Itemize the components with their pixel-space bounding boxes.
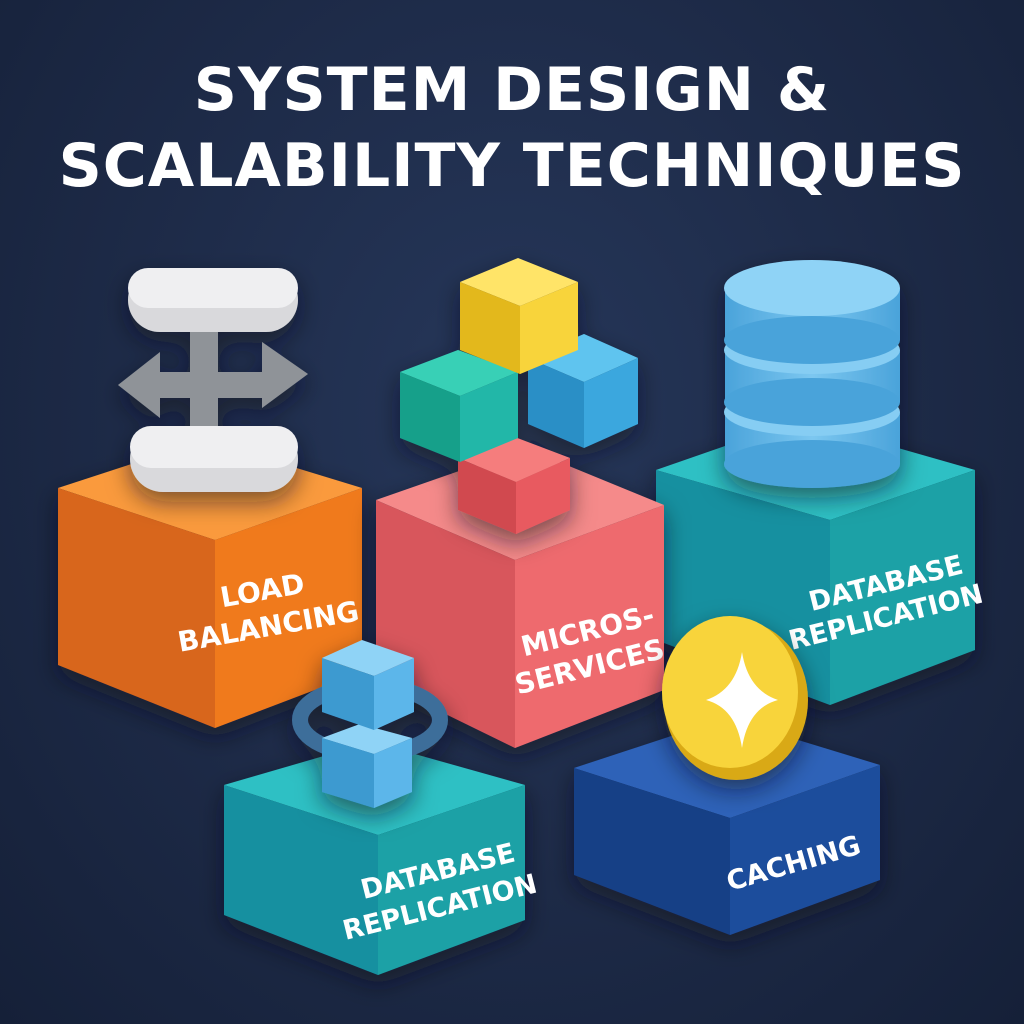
star-shape xyxy=(706,652,778,748)
title-line-2: SCALABILITY TECHNIQUES xyxy=(58,131,966,201)
block-front-face xyxy=(378,785,525,975)
title-line-1: SYSTEM DESIGN & xyxy=(193,55,831,125)
block-left-face xyxy=(574,768,730,935)
load-balancer-icon xyxy=(118,268,308,492)
block-front-face xyxy=(730,765,880,935)
block-left-face xyxy=(224,785,378,975)
page-title: SYSTEM DESIGN & SCALABILITY TECHNIQUES xyxy=(0,52,1024,204)
star-coin-icon xyxy=(662,616,808,780)
block-microservices xyxy=(376,448,664,748)
database-cylinder-icon xyxy=(724,260,900,488)
block-front-face xyxy=(515,505,664,748)
block-front-face xyxy=(830,470,975,705)
block-left-face xyxy=(58,488,215,728)
linked-blocks-icon xyxy=(292,640,448,808)
microservices-cubes-icon xyxy=(400,258,638,534)
